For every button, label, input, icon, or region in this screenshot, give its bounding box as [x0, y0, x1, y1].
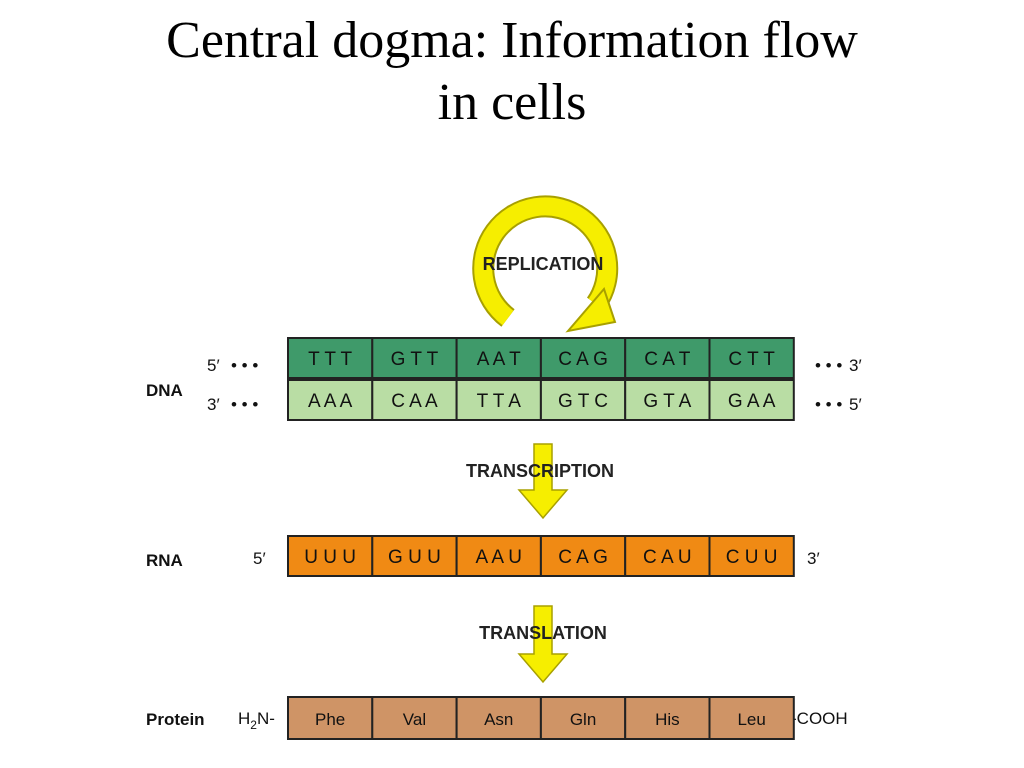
amino-acid-text: Leu [737, 710, 765, 729]
dna-top-codon-cell [708, 337, 795, 379]
dna-bottom-codon-cell [287, 379, 374, 421]
protein-c-terminus: -COOH [791, 709, 848, 728]
rna-codon-text: G U U [388, 547, 441, 568]
transcription-arrow-icon [517, 443, 569, 520]
dna-top-right-end: 3′ [849, 356, 862, 375]
dna-bottom-codon-cell [371, 379, 458, 421]
amino-acid-cell [708, 696, 795, 740]
dna-top-left-dots: • • • [231, 356, 258, 375]
dna-top-codon-text: C A G [558, 349, 608, 370]
dna-bottom-codon-text: A A A [308, 391, 353, 412]
dna-bottom-left-dots: • • • [231, 395, 258, 414]
rna-codon-cell [539, 535, 627, 577]
rna-codon-text: U U U [304, 547, 356, 568]
dna-top-codon-text: T T T [308, 349, 352, 370]
protein-label: Protein [146, 710, 205, 729]
rna-codon-text: A A U [476, 547, 522, 568]
dna-bottom-codon-text: G A A [728, 391, 776, 412]
amino-acid-text: Gln [570, 710, 596, 729]
dna-top-codon-cell [539, 337, 627, 379]
dna-top-codon-text: C T T [728, 349, 775, 370]
protein-chain: Phe Val Asn Gln His Leu [287, 696, 795, 740]
replication-arrow-icon [472, 195, 619, 333]
amino-acid-text: Asn [484, 710, 513, 729]
title-line-2: in cells [437, 74, 587, 131]
dna-bottom-codon-text: T T A [477, 391, 522, 412]
rna-right-end: 3′ [807, 549, 820, 568]
dna-label: DNA [146, 381, 183, 400]
dna-top-right-dots: • • • [815, 356, 842, 375]
dna-bottom-right-dots: • • • [815, 395, 842, 414]
rna-codon-cell [708, 535, 795, 577]
dna-bottom-codon-cell [539, 379, 627, 421]
amino-acid-cell [539, 696, 627, 740]
rna-codon-text: C U U [726, 547, 778, 568]
amino-acid-text: His [655, 710, 680, 729]
dna-bottom-codon-cell [708, 379, 795, 421]
dna-top-codon-cell [624, 337, 711, 379]
translation-label: TRANSLATION [479, 623, 607, 643]
dna-bottom-codon-text: C A A [391, 391, 438, 412]
replication-label: REPLICATION [483, 254, 604, 274]
dna-top-codon-text: G T T [391, 349, 439, 370]
rna-codon-cell [624, 535, 711, 577]
dna-bottom-codon-text: G T A [643, 391, 691, 412]
rna-codon-cell [287, 535, 374, 577]
dna-bottom-codon-cell [624, 379, 711, 421]
rna-left-end: 5′ [253, 549, 266, 568]
dna-bottom-codon-cell [455, 379, 542, 421]
dna-bottom-right-end: 5′ [849, 395, 862, 414]
protein-n-terminus: H2N- [238, 709, 275, 732]
dna-top-codon-text: C A T [644, 349, 691, 370]
dna-top-codon-cell [455, 337, 542, 379]
title-line-1: Central dogma: Information flow [166, 12, 858, 69]
page-title: Central dogma: Information flow in cells [0, 10, 1024, 134]
amino-acid-cell [624, 696, 711, 740]
dna-top-codon-text: A A T [477, 349, 521, 370]
rna-codon-text: C A G [558, 547, 608, 568]
dna-bottom-left-end: 3′ [207, 395, 220, 414]
amino-acid-text: Val [403, 710, 426, 729]
dna-bottom-codon-text: G T C [558, 391, 608, 412]
rna-label: RNA [146, 551, 183, 570]
amino-acid-text: Phe [315, 710, 345, 729]
translation-arrow-icon [517, 605, 569, 684]
transcription-label: TRANSCRIPTION [466, 461, 614, 481]
dna-top-left-end: 5′ [207, 356, 220, 375]
rna-codon-text: C A U [643, 547, 692, 568]
